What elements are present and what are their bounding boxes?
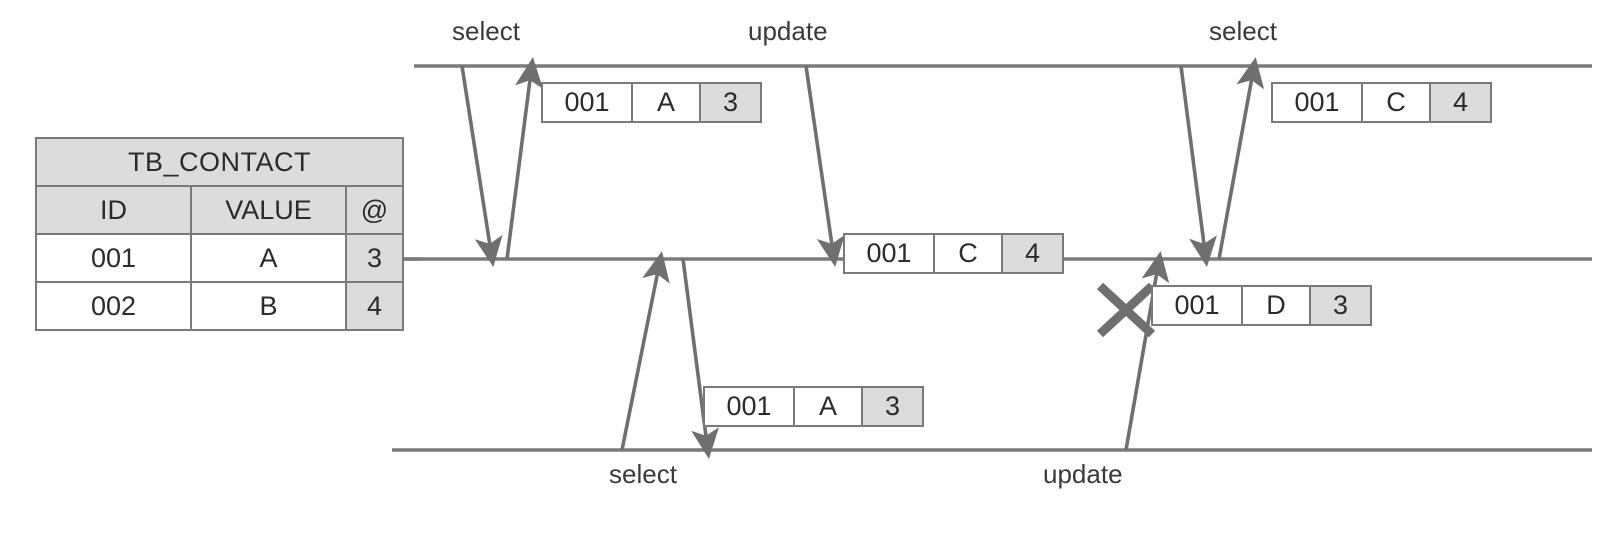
record-chip-bottom: 001 A 3 xyxy=(703,386,924,427)
record-chip-top-left: 001 A 3 xyxy=(541,82,762,123)
cell-at: 3 xyxy=(345,233,404,283)
record-at: 4 xyxy=(1001,233,1064,274)
record-at: 3 xyxy=(861,386,924,427)
cell-id: 001 xyxy=(35,233,192,283)
label-update-bottom: update xyxy=(1043,459,1123,489)
record-value: C xyxy=(1361,82,1431,123)
record-at: 3 xyxy=(699,82,762,123)
record-value: D xyxy=(1241,285,1311,326)
cell-at: 4 xyxy=(345,281,404,331)
label-select-top-left: select xyxy=(452,16,520,46)
arrow-select-1-up xyxy=(505,57,544,260)
record-at: 3 xyxy=(1309,285,1372,326)
record-chip-middle: 001 C 4 xyxy=(843,233,1064,274)
record-id: 001 xyxy=(1271,82,1363,123)
label-select-bottom: select xyxy=(609,459,677,489)
record-chip-top-right: 001 C 4 xyxy=(1271,82,1492,123)
column-header-id: ID xyxy=(35,185,192,235)
cell-id: 002 xyxy=(35,281,192,331)
arrow-select-right-up xyxy=(1217,57,1265,260)
record-id: 001 xyxy=(541,82,633,123)
column-header-value: VALUE xyxy=(190,185,347,235)
record-value: A xyxy=(793,386,863,427)
column-header-at: @ xyxy=(345,185,404,235)
record-id: 001 xyxy=(703,386,795,427)
table-name: TB_CONTACT xyxy=(35,137,404,187)
cell-value: B xyxy=(190,281,347,331)
table-row: 002 B 4 xyxy=(35,281,404,331)
table-title-row: TB_CONTACT xyxy=(35,137,404,187)
tb-contact-table: TB_CONTACT ID VALUE @ 001 A 3 002 B 4 xyxy=(35,137,404,331)
table-header-row: ID VALUE @ xyxy=(35,185,404,235)
x-mark-icon xyxy=(1096,282,1156,338)
arrow-select-1-down xyxy=(460,65,503,267)
arrow-select-bottom-up xyxy=(620,251,670,451)
table-row: 001 A 3 xyxy=(35,233,404,283)
label-update-top: update xyxy=(748,16,828,46)
record-at: 4 xyxy=(1429,82,1492,123)
record-value: C xyxy=(933,233,1003,274)
record-id: 001 xyxy=(843,233,935,274)
label-select-top-right: select xyxy=(1209,16,1277,46)
record-value: A xyxy=(631,82,701,123)
cell-value: A xyxy=(190,233,347,283)
record-id: 001 xyxy=(1151,285,1243,326)
record-chip-rejected: 001 D 3 xyxy=(1151,285,1372,326)
arrow-update-top xyxy=(804,65,845,267)
arrow-select-right-down xyxy=(1179,65,1217,267)
